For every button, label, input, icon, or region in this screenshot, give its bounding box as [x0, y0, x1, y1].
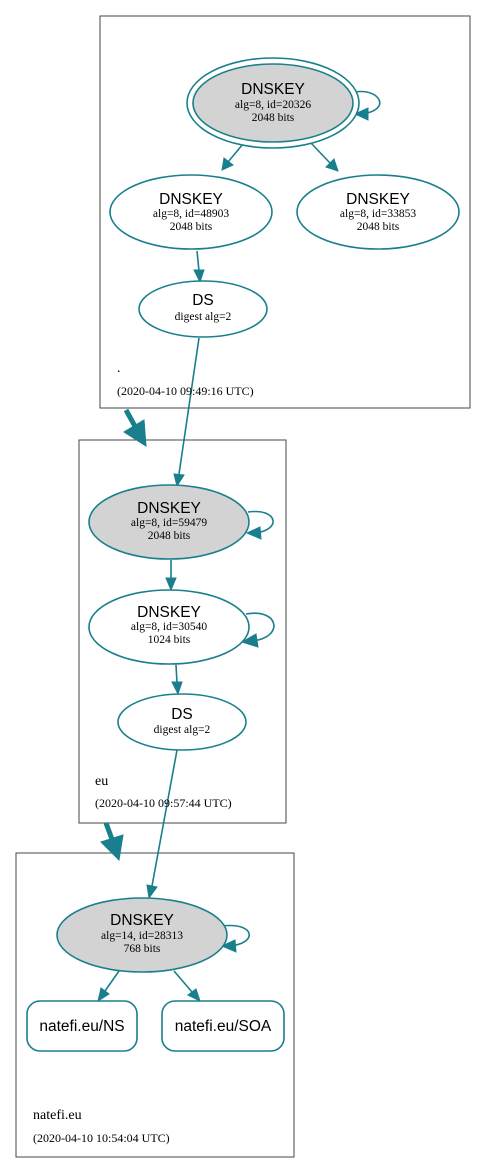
- edge-root-ds-to-eu-ksk: [173, 337, 200, 488]
- delegation-arrow-root-eu: [123, 408, 147, 447]
- edge-eu-ksk-to-zsk: [165, 560, 177, 592]
- node-eu-zsk-line1: alg=8, id=30540: [131, 621, 207, 633]
- node-natefi-ns: natefi.eu/NS: [26, 1000, 138, 1052]
- self-loop-root-ksk: [353, 90, 381, 121]
- node-root-zsk2: DNSKEY alg=8, id=33853 2048 bits: [296, 174, 460, 250]
- zone-eu-timestamp: (2020-04-10 09:57:44 UTC): [95, 796, 232, 810]
- node-natefi-ksk-line1: alg=14, id=28313: [101, 930, 183, 942]
- node-eu-zsk-line2: 1024 bits: [148, 634, 191, 646]
- node-eu-ds: DS digest alg=2: [138, 280, 268, 338]
- self-loop-eu-zsk: [240, 612, 275, 648]
- edge-root-ksk-to-zsk1: [221, 143, 244, 171]
- node-root-ksk-title: DNSKEY: [241, 81, 305, 98]
- edge-eu-ds-to-natefi-ksk: [146, 749, 178, 900]
- node-root-ksk-line1: alg=8, id=20326: [235, 99, 311, 111]
- node-root-ksk: DNSKEY alg=8, id=20326 2048 bits: [186, 57, 360, 149]
- self-loop-natefi-ksk: [220, 924, 250, 953]
- node-eu-ksk-line2: 2048 bits: [148, 530, 191, 542]
- node-natefi-soa-label: natefi.eu/SOA: [175, 1018, 272, 1035]
- node-root-ksk-line2: 2048 bits: [252, 112, 295, 124]
- node-root-zsk2-title: DNSKEY: [346, 191, 410, 208]
- zone-root-timestamp: (2020-04-10 09:49:16 UTC): [117, 384, 254, 398]
- zone-natefi-timestamp: (2020-04-10 10:54:04 UTC): [33, 1131, 170, 1145]
- edge-natefi-ksk-to-soa: [173, 970, 201, 1002]
- node-root-zsk1: DNSKEY alg=8, id=48903 2048 bits: [109, 174, 273, 250]
- node-natefi-ksk-line2: 768 bits: [124, 943, 161, 955]
- node-root-zsk2-line2: 2048 bits: [357, 221, 400, 233]
- node-eu-zsk-title: DNSKEY: [137, 604, 201, 621]
- node-root-zsk2-line1: alg=8, id=33853: [340, 208, 416, 220]
- self-loop-eu-ksk: [245, 510, 274, 540]
- node-natefi-ds-title: DS: [171, 706, 193, 723]
- node-natefi-ns-label: natefi.eu/NS: [39, 1018, 124, 1035]
- node-eu-ds-title: DS: [192, 292, 214, 309]
- node-root-zsk1-title: DNSKEY: [159, 191, 223, 208]
- edge-root-zsk1-to-ds: [193, 250, 205, 284]
- zone-eu-name: eu: [95, 774, 108, 789]
- zone-root-name: .: [117, 361, 121, 376]
- edge-root-ksk-to-zsk2: [309, 141, 339, 172]
- node-natefi-ksk: DNSKEY alg=14, id=28313 768 bits: [56, 897, 228, 973]
- edge-natefi-ksk-to-ns: [97, 970, 120, 1003]
- node-natefi-ksk-title: DNSKEY: [110, 912, 174, 929]
- node-eu-ksk-line1: alg=8, id=59479: [131, 517, 207, 529]
- node-natefi-ds: DS digest alg=2: [117, 693, 247, 751]
- node-eu-ds-line1: digest alg=2: [175, 311, 232, 323]
- node-natefi-soa: natefi.eu/SOA: [161, 1000, 285, 1052]
- node-eu-ksk-title: DNSKEY: [137, 500, 201, 517]
- edge-eu-zsk-to-ds: [171, 664, 183, 696]
- node-root-zsk1-line2: 2048 bits: [170, 221, 213, 233]
- node-root-zsk1-line1: alg=8, id=48903: [153, 208, 229, 220]
- node-natefi-ds-line1: digest alg=2: [154, 724, 211, 736]
- node-eu-ksk: DNSKEY alg=8, id=59479 2048 bits: [88, 484, 250, 560]
- zone-natefi-name: natefi.eu: [33, 1108, 82, 1123]
- node-eu-zsk: DNSKEY alg=8, id=30540 1024 bits: [88, 589, 250, 665]
- delegation-arrow-eu-natefi: [100, 822, 124, 862]
